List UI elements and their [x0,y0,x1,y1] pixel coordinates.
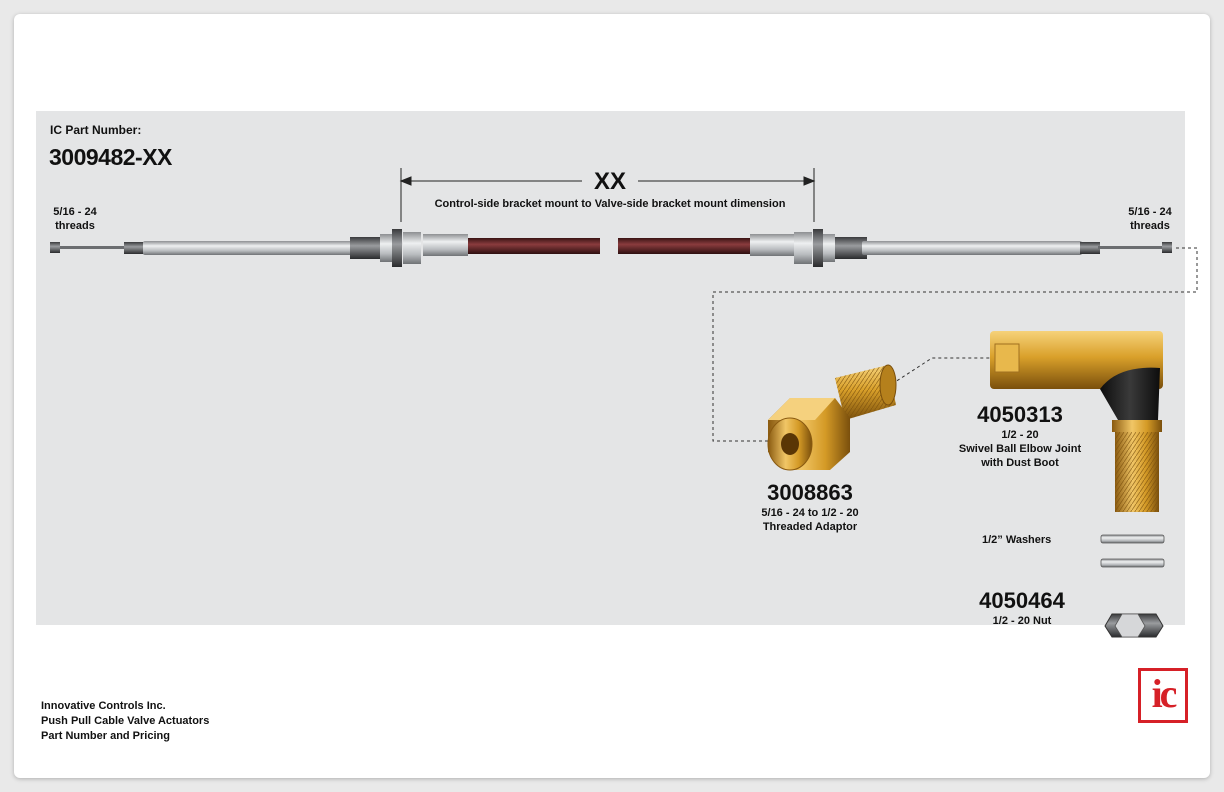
ic-logo: ic [1138,668,1188,723]
right-thread-label: 5/16 - 24 threads [1128,206,1172,232]
footer-doc: Part Number and Pricing [41,730,170,742]
part-number: 3009482-XX [49,144,172,170]
leader-lines [712,247,1198,442]
footer-text: Innovative Controls Inc. Push Pull Cable… [41,699,209,744]
washers-image [1100,534,1165,568]
right-cable-end [618,229,1172,267]
footer-company: Innovative Controls Inc. [41,700,166,712]
left-thread-label: 5/16 - 24 threads [53,206,97,232]
dimension-label: XX [593,168,626,195]
dimension-description: Control-side bracket mount to Valve-side… [434,198,786,210]
washers-label: 1/2” Washers [982,534,1052,546]
nut-part-number: 4050464 1/2 - 20 Nut [979,588,1065,627]
dimension-line [399,168,816,222]
nut-image [1104,613,1164,638]
logo-text: ic [1151,671,1178,716]
elbow-joint-image [990,331,1163,512]
elbow-part-number: 4050313 1/2 - 20 Swivel Ball Elbow Joint… [958,402,1082,469]
footer-product: Push Pull Cable Valve Actuators [41,715,210,727]
threaded-adaptor-image [767,364,897,471]
left-cable-end [50,229,604,267]
part-number-label: IC Part Number: [50,123,142,137]
adaptor-part-number: 3008863 5/16 - 24 to 1/2 - 20 Threaded A… [761,480,859,533]
